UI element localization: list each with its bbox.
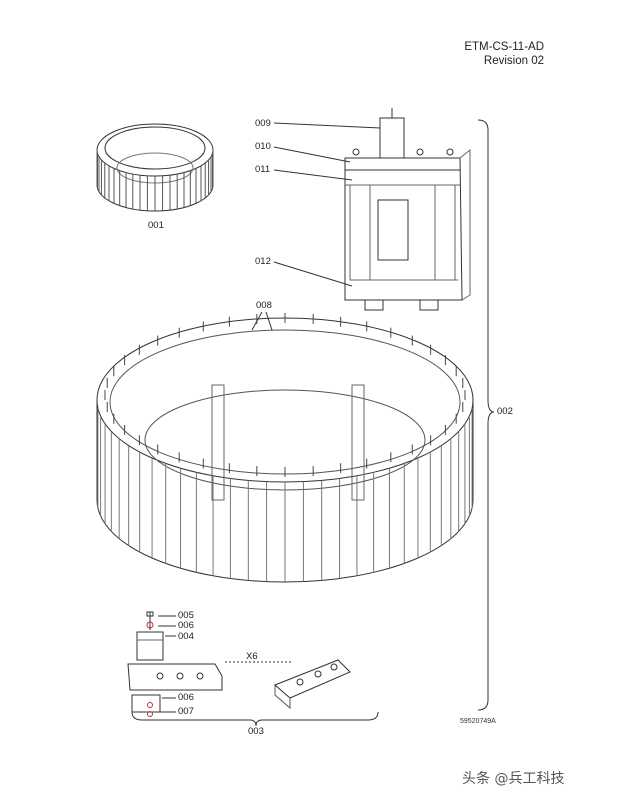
coil-module: [344, 108, 471, 311]
callout-002: 002: [497, 406, 513, 417]
callout-007: 007: [178, 706, 194, 717]
document-id: ETM-CS-11-AD: [464, 41, 544, 53]
large-stator-ring: [96, 313, 474, 583]
callout-005: 005: [178, 610, 194, 621]
small-ring-001: [96, 123, 214, 212]
callout-008: 008: [256, 300, 272, 311]
watermark: 头条 @兵工科技: [462, 771, 565, 787]
leader-008: [251, 311, 273, 331]
callout-003: 003: [248, 726, 264, 737]
document-id-block: ETM-CS-11-AD Revision 02: [464, 40, 544, 68]
callout-009: 009: [255, 118, 271, 129]
revision-label: Revision 02: [483, 55, 544, 67]
callout-006-bottom: 006: [178, 692, 194, 703]
quantity-label: X6: [246, 651, 258, 662]
callout-006-top: 006: [178, 620, 194, 631]
callout-012: 012: [255, 256, 271, 267]
assembly-bracket-002: [477, 119, 495, 711]
assembly-bracket-003: [131, 711, 379, 727]
callout-004: 004: [178, 631, 194, 642]
callout-011: 011: [255, 164, 271, 175]
callout-001: 001: [148, 220, 164, 231]
hardware-kit-003: [127, 611, 351, 717]
drawing-number: 59520749A: [460, 718, 496, 725]
module-leaders: [273, 122, 381, 287]
callout-010: 010: [255, 141, 271, 152]
